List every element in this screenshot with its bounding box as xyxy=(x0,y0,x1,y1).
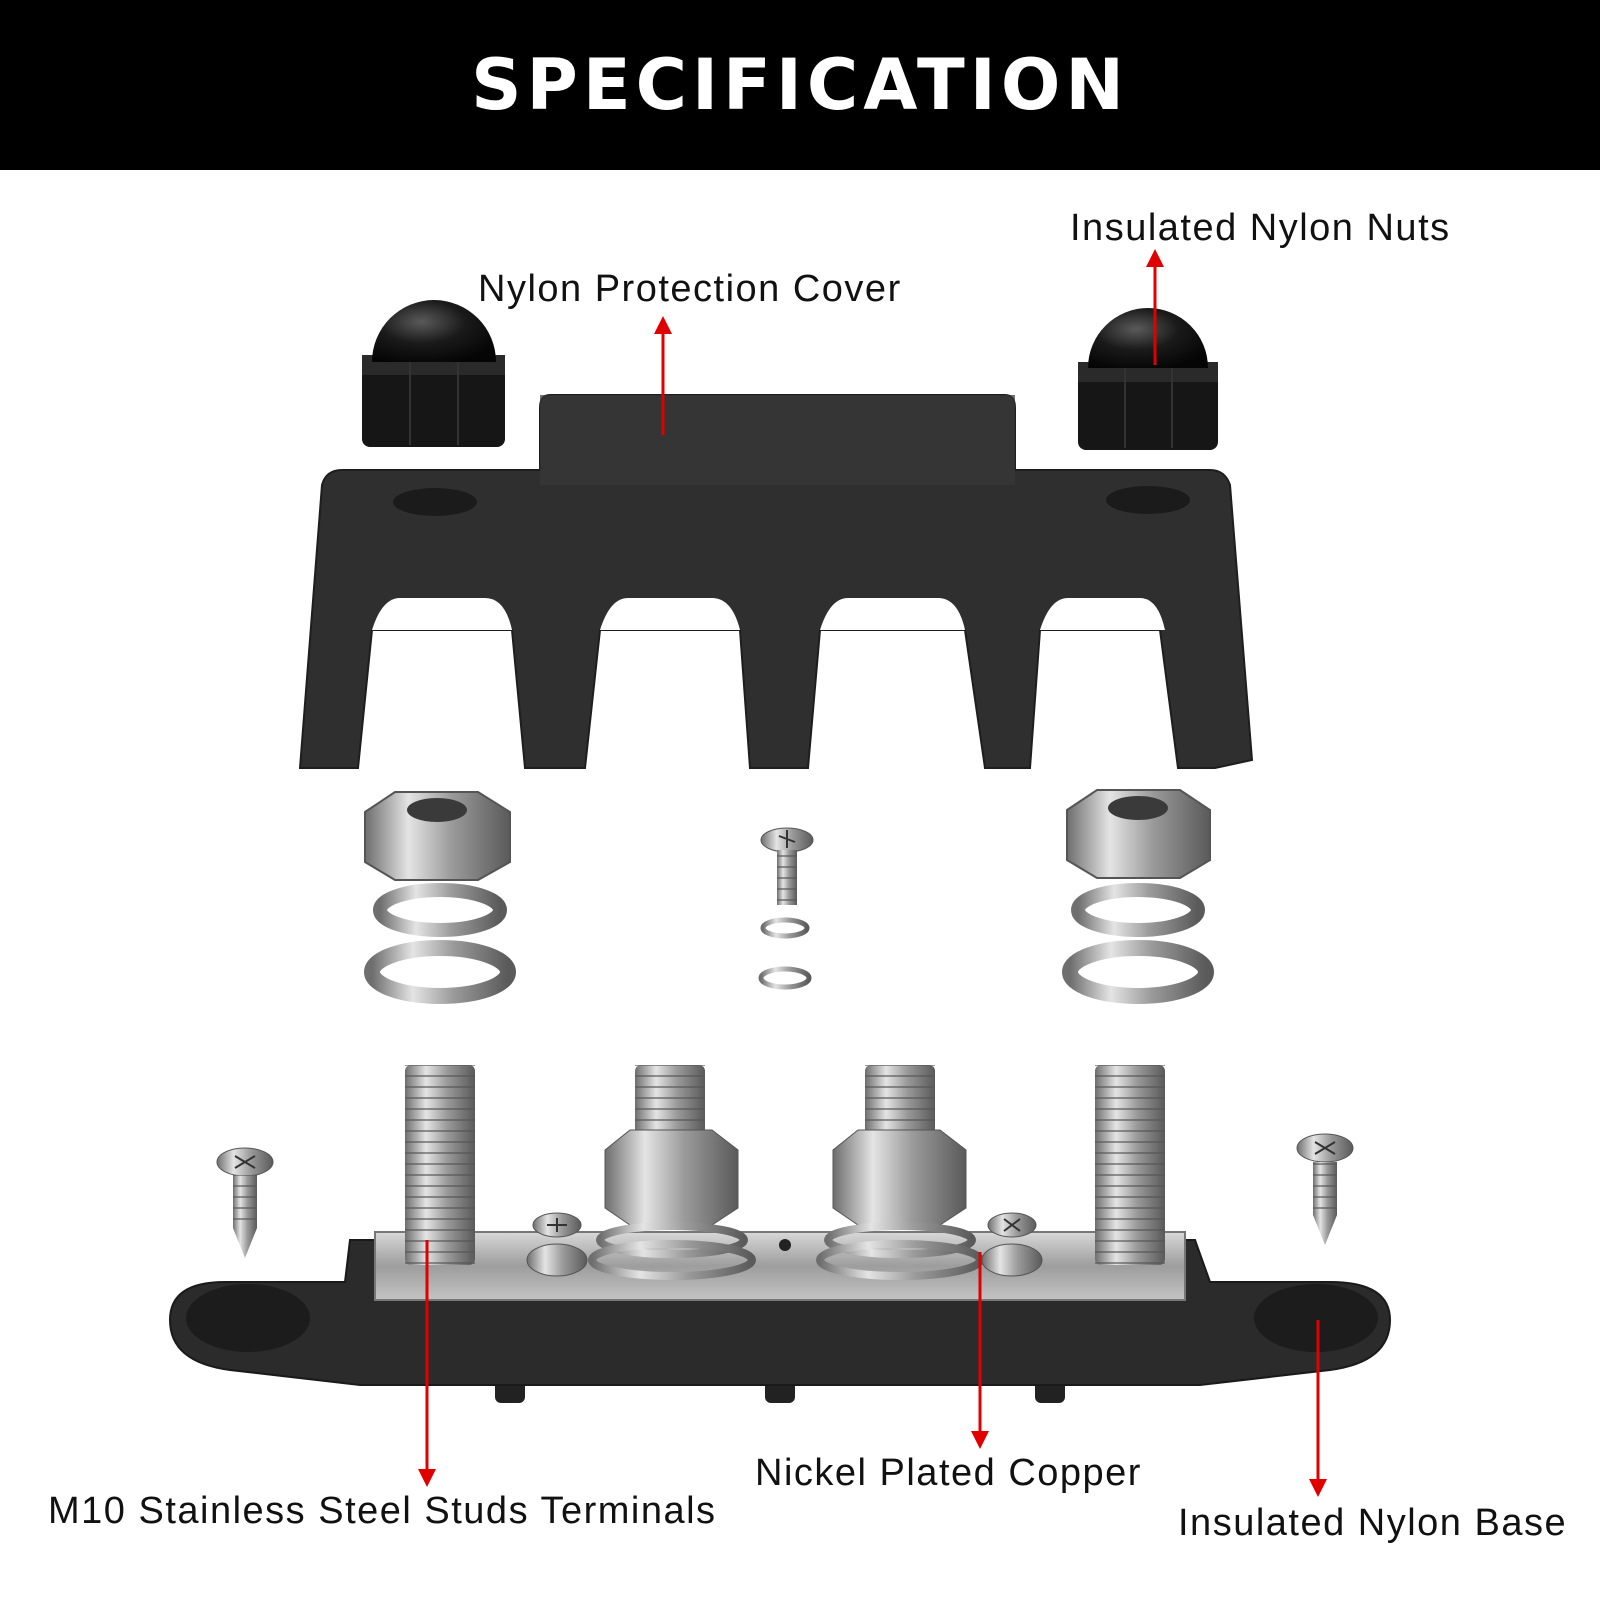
nylon-cap-nut-right xyxy=(1078,308,1218,450)
stud-with-nut-center-left xyxy=(588,1065,756,1280)
small-washer-center-bottom xyxy=(758,966,812,990)
steel-hex-nut-left xyxy=(364,791,511,881)
page-title: SPECIFICATION xyxy=(471,44,1129,126)
m10-stud-right xyxy=(1095,1065,1165,1265)
steel-hex-nut-right xyxy=(1066,789,1211,879)
mounting-screw-right xyxy=(1296,1133,1354,1245)
label-insulated-nylon-base: Insulated Nylon Base xyxy=(1178,1502,1568,1544)
small-screw-center xyxy=(760,827,814,905)
m10-stud-left xyxy=(405,1065,475,1265)
stud-with-nut-center-right xyxy=(816,1065,984,1280)
plate-screw-right xyxy=(981,1212,1043,1277)
spring-washer-right xyxy=(1071,883,1205,937)
flat-washer-right xyxy=(1062,940,1214,1004)
label-nylon-protection-cover: Nylon Protection Cover xyxy=(478,268,902,310)
nylon-protection-cover xyxy=(298,394,1254,769)
label-nickel-plated-copper: Nickel Plated Copper xyxy=(755,1452,1142,1494)
label-stainless-steel-studs: M10 Stainless Steel Studs Terminals xyxy=(48,1490,717,1532)
spring-washer-left xyxy=(373,883,507,937)
nylon-cap-nut-left xyxy=(362,300,505,447)
plate-screw-left xyxy=(526,1212,588,1277)
header-bar: SPECIFICATION xyxy=(0,0,1600,170)
nickel-plated-copper-bar xyxy=(374,1231,1186,1301)
mounting-screw-left xyxy=(216,1147,274,1258)
small-washer-center-top xyxy=(760,917,810,939)
flat-washer-left xyxy=(364,940,516,1004)
label-insulated-nylon-nuts: Insulated Nylon Nuts xyxy=(1070,207,1451,249)
